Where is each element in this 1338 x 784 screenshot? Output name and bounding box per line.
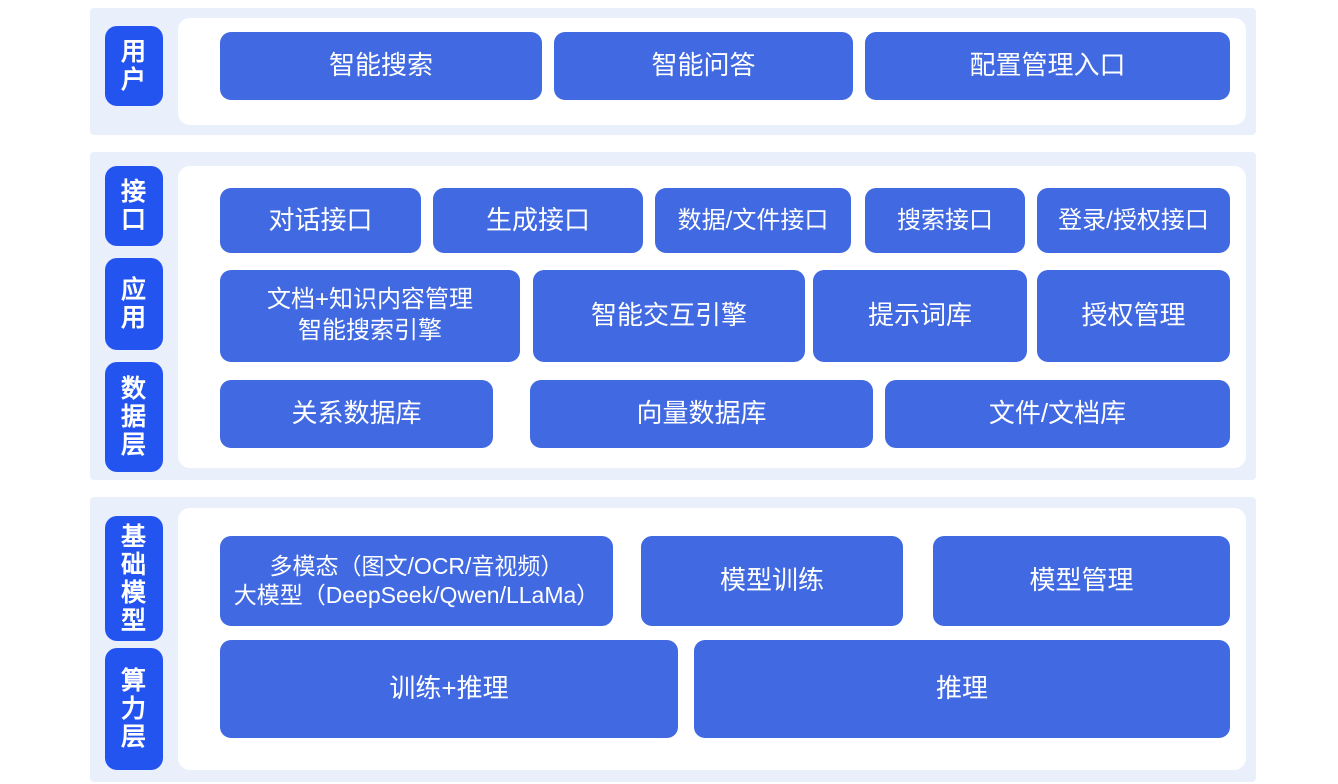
box-config-management-entry[interactable]: 配置管理入口 (865, 32, 1230, 100)
box-file-document-store[interactable]: 文件/文档库 (885, 380, 1230, 448)
box-search-api[interactable]: 搜索接口 (865, 188, 1025, 253)
layer-tab-interface-label: 接口 (120, 178, 147, 234)
layer-tab-compute[interactable]: 算力层 (105, 648, 163, 770)
box-model-training[interactable]: 模型训练 (641, 536, 903, 626)
box-smart-interaction-engine[interactable]: 智能交互引擎 (533, 270, 805, 362)
layer-tab-application[interactable]: 应用 (105, 258, 163, 350)
layer-tab-user-label: 用户 (120, 38, 147, 94)
layer-tab-compute-label: 算力层 (120, 667, 147, 751)
layer-tab-user[interactable]: 用户 (105, 26, 163, 106)
box-multimodal-large-model[interactable]: 多模态（图文/OCR/音视频） 大模型（DeepSeek/Qwen/LLaMa） (220, 536, 613, 626)
box-data-file-api[interactable]: 数据/文件接口 (655, 188, 851, 253)
box-training-and-inference[interactable]: 训练+推理 (220, 640, 678, 738)
box-dialog-api[interactable]: 对话接口 (220, 188, 421, 253)
box-document-knowledge-management[interactable]: 文档+知识内容管理 智能搜索引擎 (220, 270, 520, 362)
layer-tab-foundation-model-label: 基础模型 (120, 522, 147, 635)
box-generation-api[interactable]: 生成接口 (433, 188, 643, 253)
box-authorization-management[interactable]: 授权管理 (1037, 270, 1230, 362)
box-relational-database[interactable]: 关系数据库 (220, 380, 493, 448)
layer-tab-foundation-model[interactable]: 基础模型 (105, 516, 163, 641)
layer-tab-data[interactable]: 数据层 (105, 362, 163, 472)
box-smart-qa[interactable]: 智能问答 (554, 32, 853, 100)
box-login-auth-api[interactable]: 登录/授权接口 (1037, 188, 1230, 253)
box-prompt-library[interactable]: 提示词库 (813, 270, 1027, 362)
layer-tab-interface[interactable]: 接口 (105, 166, 163, 246)
box-model-management[interactable]: 模型管理 (933, 536, 1230, 626)
box-vector-database[interactable]: 向量数据库 (530, 380, 873, 448)
layer-tab-data-label: 数据层 (120, 375, 147, 459)
layer-tab-application-label: 应用 (120, 276, 147, 332)
box-smart-search[interactable]: 智能搜索 (220, 32, 542, 100)
box-inference[interactable]: 推理 (694, 640, 1230, 738)
